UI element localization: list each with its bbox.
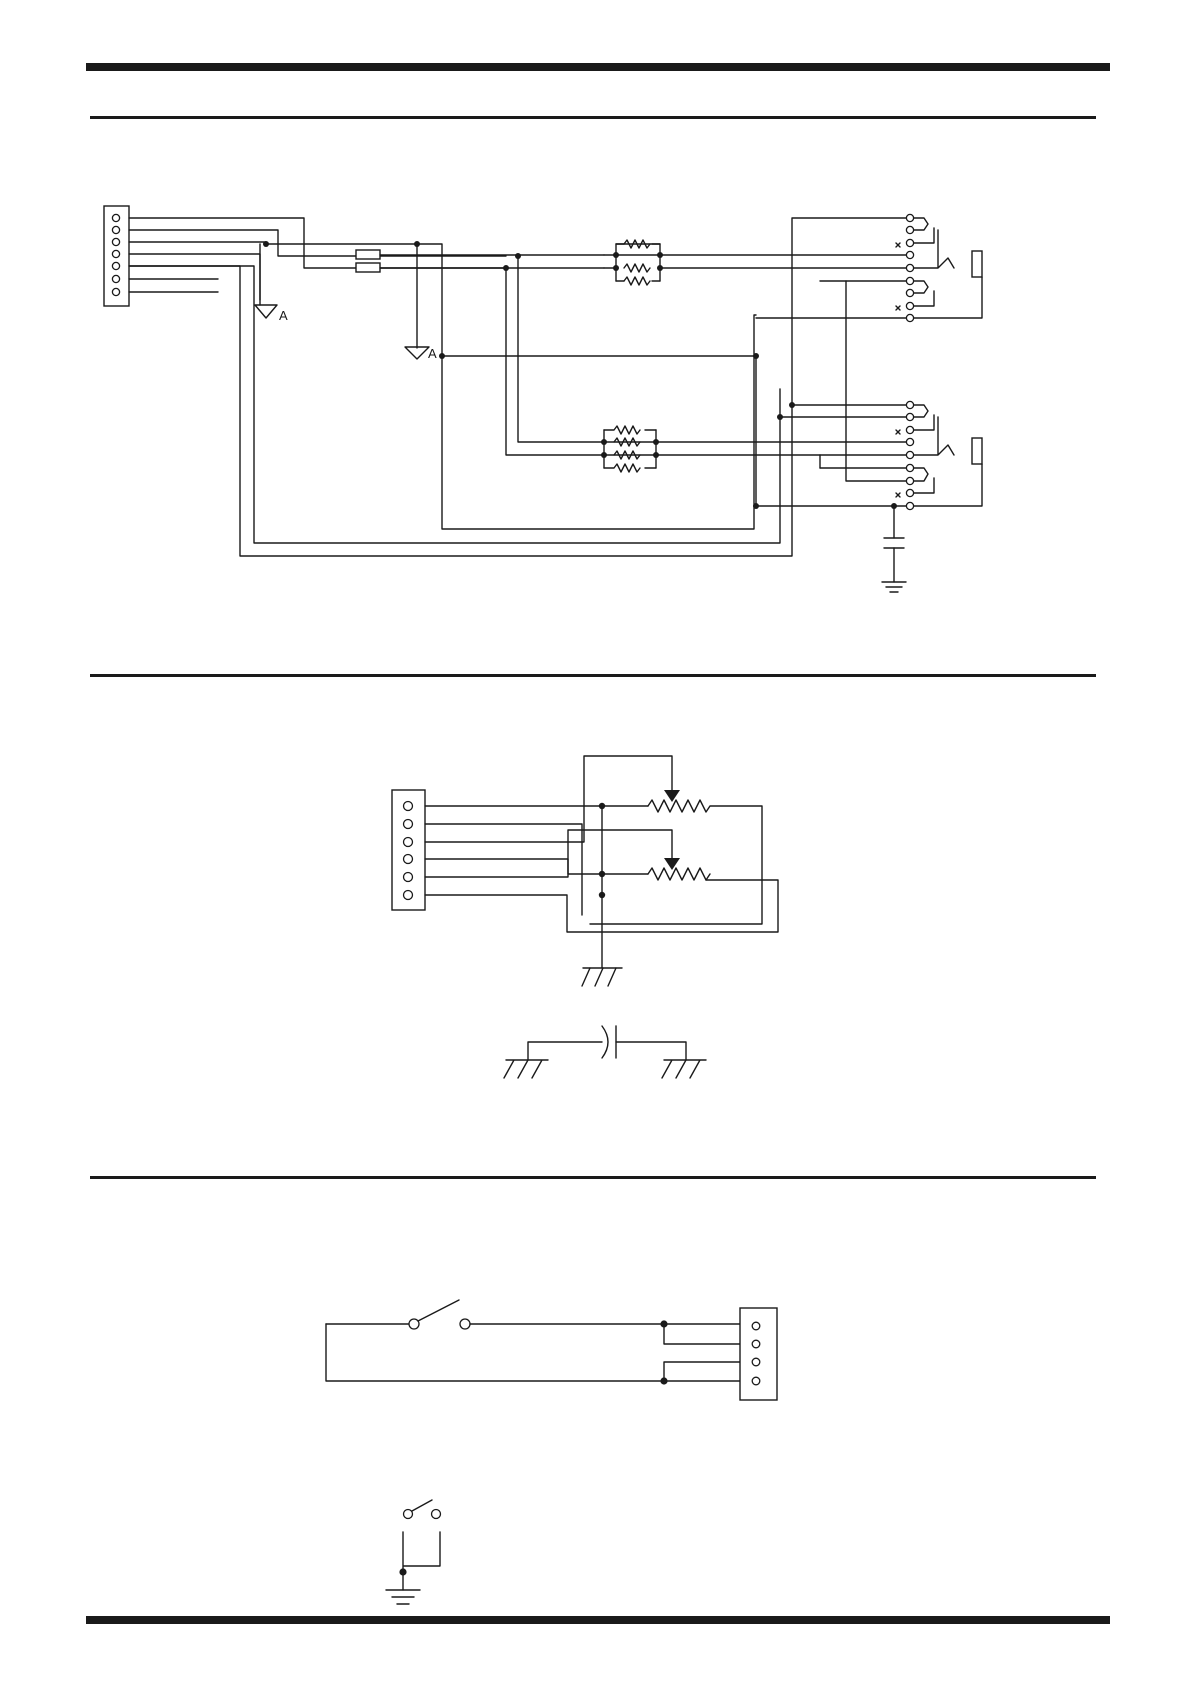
wire-pin3 xyxy=(129,242,756,529)
wire-pin2 xyxy=(129,230,506,256)
section-1-rule xyxy=(90,116,1096,119)
section-2-rule xyxy=(90,674,1096,677)
wire-signal-drop-a xyxy=(518,256,604,442)
volume-board-schematic xyxy=(392,756,778,1078)
bottom-border-rule xyxy=(86,1616,1110,1624)
analog-ground-middle: A xyxy=(405,244,437,361)
top-border-rule xyxy=(86,63,1110,71)
wire-vol-pin4 xyxy=(425,859,648,874)
wire-signal-drop-b xyxy=(506,268,604,455)
wire-vol-pin5 xyxy=(425,830,672,877)
connector-7-pin xyxy=(104,206,129,306)
section-3-rule xyxy=(90,1176,1096,1179)
connector-6-pin xyxy=(392,790,425,910)
wire-ground-bus xyxy=(442,356,756,506)
switch-main xyxy=(409,1300,470,1329)
potentiometer-lower xyxy=(648,858,710,880)
jack-board-schematic: A A xyxy=(104,206,982,592)
connector-4-pin xyxy=(740,1308,777,1400)
wire-pin1 xyxy=(129,218,506,268)
wire-vol-pin2 xyxy=(425,824,582,915)
wire-vol-pin3 xyxy=(425,756,672,842)
switch-board-schematic xyxy=(326,1300,777,1604)
fuse xyxy=(356,250,380,272)
wire-jack-link-a xyxy=(846,281,906,481)
switch-to-chassis-ground xyxy=(386,1500,441,1604)
frame-ground-volume xyxy=(582,968,622,986)
potentiometer-upper xyxy=(590,790,762,924)
analog-ground-label-left: A xyxy=(279,308,288,323)
resistor-network-top xyxy=(604,240,906,285)
capacitor-chassis xyxy=(882,503,906,592)
wire-pin5 xyxy=(129,266,780,543)
capacitor-frame-grounds xyxy=(504,1026,706,1078)
analog-ground-label-middle: A xyxy=(428,346,437,361)
wire-switch-return xyxy=(326,1324,664,1381)
